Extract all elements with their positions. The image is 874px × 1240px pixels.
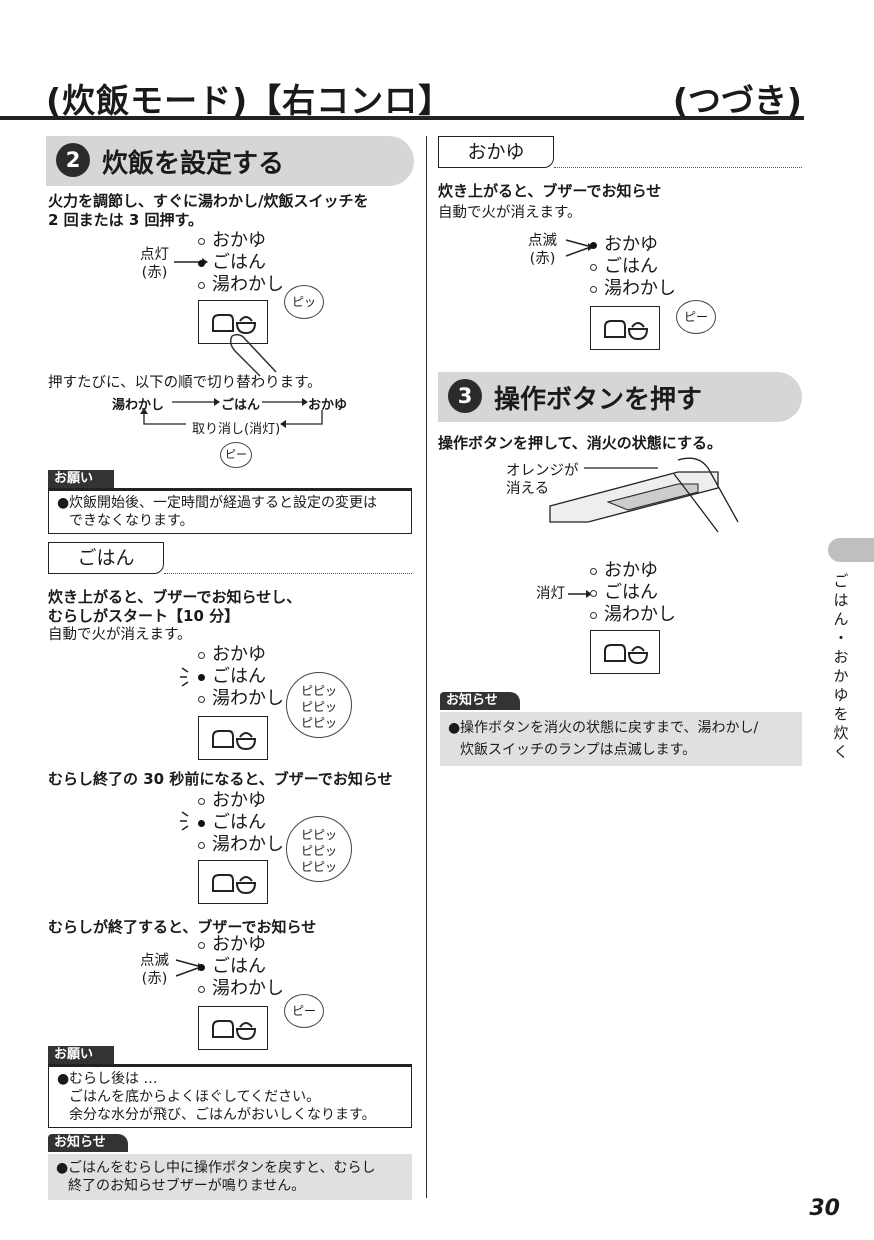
- rice-switch-button[interactable]: [198, 860, 268, 904]
- kettle-rice-icon: [604, 644, 649, 665]
- title-divider: [0, 116, 804, 120]
- orange-label: オレンジが 消える: [506, 463, 579, 497]
- cycle-return-arrows: [140, 408, 323, 428]
- lamp-panel-step2: おかゆ ごはん 湯わかし: [198, 230, 284, 296]
- beep-bubble: ピッ: [284, 285, 324, 319]
- lit-red-label: 点灯 (赤): [140, 246, 169, 282]
- page-title: (炊飯モード)【右コンロ】: [46, 81, 453, 120]
- rice-switch-button[interactable]: [590, 306, 660, 350]
- kettle-rice-icon: [212, 730, 257, 751]
- beep-triple-bubble: ピピッピピッピピッ: [286, 672, 352, 738]
- red-label: (赤): [141, 265, 168, 281]
- beep-bubble: ピー: [284, 994, 324, 1028]
- lamp-panel-okayu: おかゆ ごはん 湯わかし: [590, 234, 676, 300]
- request1-text-1: 炊飯開始後、一定時間が経過すると設定の変更は: [69, 495, 377, 511]
- dotted-rule: [554, 167, 802, 168]
- notice1-box: ● ごはんをむらし中に操作ボタンを戻すと、むらし 終了のお知らせブザーが鳴りませ…: [48, 1154, 412, 1200]
- lamp-panel-finish30: おかゆ ごはん 湯わかし: [198, 790, 284, 856]
- lamp-gohan: ごはん: [198, 252, 284, 274]
- cycle-yuwakashi: 湯わかし: [112, 398, 165, 413]
- step2-number: 2: [56, 143, 90, 177]
- kettle-rice-icon: [212, 314, 257, 335]
- gohan-line3: 自動で火が消えます。: [48, 627, 192, 643]
- off-label: 消灯: [536, 586, 565, 602]
- blink-rays-icon: [180, 811, 189, 831]
- finish-text: むらしが終了すると、ブザーでお知らせ: [48, 918, 317, 936]
- section-tab[interactable]: [828, 538, 874, 562]
- step2-title: 炊飯を設定する: [102, 149, 285, 179]
- request1-text-2: できなくなります。: [69, 513, 194, 529]
- rice-switch-button[interactable]: [198, 1006, 268, 1050]
- gohan-line2: むらしがスタート【10 分】: [48, 607, 240, 625]
- arrow-right-icon: [172, 398, 220, 406]
- lamp-yuwakashi: 湯わかし: [198, 274, 284, 296]
- rice-switch-button[interactable]: [198, 716, 268, 760]
- rice-switch-button[interactable]: [590, 630, 660, 674]
- rice-switch-button[interactable]: [198, 300, 268, 344]
- kettle-rice-icon: [212, 874, 257, 895]
- ribbon-rule: [48, 1064, 412, 1066]
- page-number: 30: [809, 1196, 840, 1221]
- okayu-line2: 自動で火が消えます。: [438, 205, 582, 221]
- step3-number: 3: [448, 379, 482, 413]
- lamp-panel-finish: おかゆ ごはん 湯わかし: [198, 934, 284, 1000]
- request2-box: ● むらし後は … ごはんを底からよくほぐしてください。 余分な水分が飛び、ごは…: [48, 1066, 412, 1128]
- beep-triple-bubble: ピピッピピッピピッ: [286, 816, 352, 882]
- cycle-instruction: 押すたびに、以下の順で切り替わります。: [48, 375, 322, 391]
- notice-ribbon: お知らせ: [48, 1134, 128, 1152]
- section-tab-label: ごはん・おかゆを炊く: [833, 572, 849, 761]
- arrow-right-icon: [262, 398, 308, 406]
- notice-ribbon: お知らせ: [440, 692, 520, 710]
- okayu-tag: おかゆ: [438, 136, 554, 168]
- step3-header: 3 操作ボタンを押す: [438, 372, 802, 422]
- request1-box: ● 炊飯開始後、一定時間が経過すると設定の変更は できなくなります。: [48, 490, 412, 534]
- ribbon-rule: [48, 488, 412, 490]
- request-ribbon: お願い: [48, 470, 114, 488]
- column-divider: [426, 136, 427, 1198]
- gohan-line1: 炊き上がると、ブザーでお知らせし、: [48, 588, 302, 606]
- lamp-panel-gohan: おかゆ ごはん 湯わかし: [198, 644, 284, 710]
- finish30-text: むらし終了の 30 秒前になると、ブザーでお知らせ: [48, 770, 393, 788]
- blink-rays-icon: [180, 667, 189, 687]
- dotted-rule: [164, 573, 412, 574]
- step3-instruction: 操作ボタンを押して、消火の状態にする。: [438, 434, 722, 452]
- cycle-okayu: おかゆ: [308, 398, 348, 413]
- beep-bubble: ピー: [220, 442, 252, 468]
- blink-red-label: 点滅 (赤): [140, 953, 169, 987]
- finger-press-icon: [229, 333, 277, 377]
- beep-bubble: ピー: [676, 300, 716, 334]
- lamp-panel-off: おかゆ ごはん 湯わかし: [590, 560, 676, 626]
- page-title-continued: (つづき): [672, 81, 802, 120]
- off-arrow-icon: [568, 590, 592, 598]
- step2-instruction-2: 2 回または 3 回押す。: [48, 211, 204, 229]
- lit-label: 点灯: [140, 247, 169, 263]
- okayu-blink-label: 点滅 (赤): [528, 233, 557, 267]
- cycle-gohan: ごはん: [221, 398, 261, 413]
- kettle-rice-icon: [212, 1020, 257, 1041]
- request-ribbon: お願い: [48, 1046, 114, 1064]
- step2-header: 2 炊飯を設定する: [46, 136, 414, 186]
- gohan-tag: ごはん: [48, 542, 164, 574]
- okayu-line1: 炊き上がると、ブザーでお知らせ: [438, 182, 662, 200]
- lamp-okayu: おかゆ: [198, 230, 284, 252]
- notice2-box: ● 操作ボタンを消火の状態に戻すまで、湯わかし/ 炊飯スイッチのランプは点滅しま…: [440, 712, 802, 766]
- step3-title: 操作ボタンを押す: [494, 385, 703, 415]
- control-button-illustration: [549, 457, 739, 533]
- kettle-rice-icon: [604, 320, 649, 341]
- step2-instruction-1: 火力を調節し、すぐに湯わかし/炊飯スイッチを: [48, 192, 369, 210]
- cycle-cancel: 取り消し(消灯): [192, 422, 281, 437]
